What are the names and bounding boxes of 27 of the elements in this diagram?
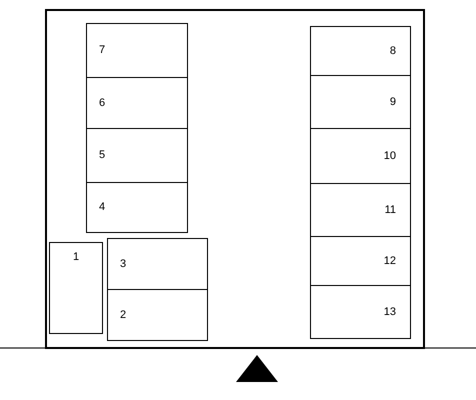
storage-box <box>86 182 188 233</box>
storage-box <box>86 128 188 183</box>
storage-box <box>86 23 188 78</box>
box-number: 7 <box>99 44 106 57</box>
storage-box <box>107 238 208 290</box>
storage-box <box>86 77 188 129</box>
box-number: 3 <box>120 258 126 270</box>
storage-box <box>310 26 411 76</box>
box-number: 8 <box>390 44 396 58</box>
storage-box <box>49 242 103 334</box>
box-number: 12 <box>384 254 396 268</box>
box-number: 10 <box>384 150 396 162</box>
storage-box <box>107 289 208 341</box>
room-outline <box>45 9 425 349</box>
box-number: 1 <box>72 251 80 264</box>
storage-box <box>310 75 411 129</box>
storage-box <box>310 236 411 286</box>
storage-box <box>310 285 411 339</box>
box-number: 9 <box>390 96 396 108</box>
storage-box <box>310 183 411 237</box>
storage-box <box>310 128 411 184</box>
box-number: 11 <box>384 204 396 216</box>
box-number: 13 <box>384 306 396 318</box>
box-number: 5 <box>99 149 106 162</box>
box-number: 2 <box>120 308 126 322</box>
box-number: 6 <box>99 96 106 110</box>
box-number: 4 <box>99 201 106 214</box>
